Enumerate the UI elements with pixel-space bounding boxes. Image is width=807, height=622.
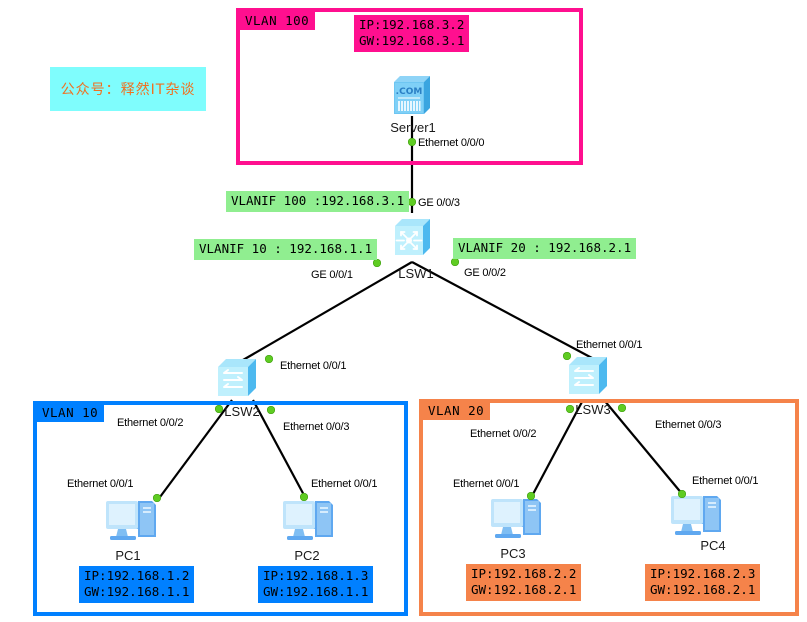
switch-icon [569,357,607,394]
server-icon: .COM [394,76,430,114]
server1-ip-tag: IP:192.168.3.2 GW:192.168.3.1 [354,15,470,52]
vlanif-20-tag: VLANIF 20 : 192.168.2.1 [453,238,637,259]
port-dot-lsw3-e001 [563,352,571,360]
pc-icon [106,501,156,540]
vlan-10-zone-label: VLAN 10 [37,404,105,422]
pc4-label: PC4 [700,538,726,553]
pc1-label: PC1 [115,548,141,563]
port-dot-lsw2-e001 [265,355,273,363]
watermark-banner: 公众号：释然IT杂谈 [50,67,206,111]
interface-label-lsw3-e003: Ethernet 0/0/3 [655,419,722,431]
vlan-20-zone-label: VLAN 20 [423,402,491,420]
pc4-icon[interactable] [665,490,727,542]
port-dot-lsw2-e002 [215,405,223,413]
server1-icon[interactable]: .COM [388,70,436,118]
interface-label-pc2-e001: Ethernet 0/0/1 [311,478,378,490]
vlan-100-zone-label: VLAN 100 [240,12,316,30]
lsw1-icon[interactable] [392,214,436,260]
pc-icon [283,501,333,540]
lsw2-label: LSW2 [224,404,260,419]
port-dot-pc4-e001 [678,490,686,498]
interface-label-pc3-e001: Ethernet 0/0/1 [453,478,520,490]
pc-icon [491,499,541,538]
switch-icon [218,359,256,396]
lsw2-icon[interactable] [215,355,263,401]
interface-label-lsw2-e002: Ethernet 0/0/2 [117,417,184,429]
interface-label-lsw1-ge001: GE 0/0/1 [311,269,353,281]
pc1-ip-tag: IP:192.168.1.2 GW:192.168.1.1 [79,566,195,603]
lsw3-icon[interactable] [566,353,614,399]
interface-label-lsw3-e001: Ethernet 0/0/1 [576,339,643,351]
pc1-icon[interactable] [100,495,162,547]
vlan-20-zone [419,399,799,616]
port-dot-lsw3-e003 [618,404,626,412]
pc4-ip-tag: IP:192.168.2.3 GW:192.168.2.1 [645,564,761,601]
port-dot-lsw3-e002 [566,405,574,413]
pc2-ip-tag: IP:192.168.1.3 GW:192.168.1.1 [258,566,374,603]
interface-label-lsw3-e002: Ethernet 0/0/2 [470,428,537,440]
lsw3-label: LSW3 [575,402,611,417]
watermark-text: 公众号：释然IT杂谈 [60,82,196,98]
port-dot-pc1-e001 [153,494,161,502]
interface-label-pc1-e001: Ethernet 0/0/1 [67,478,134,490]
interface-label-lsw2-e003: Ethernet 0/0/3 [283,421,350,433]
vlan-10-zone [33,401,408,616]
vlan-100-zone [236,8,583,165]
pc3-icon[interactable] [485,493,547,545]
pc3-label: PC3 [500,546,526,561]
port-dot-lsw1-ge001 [373,259,381,267]
port-dot-lsw1-ge002 [451,258,459,266]
svg-text:.COM: .COM [396,87,423,97]
layer3-switch-icon [395,219,430,255]
port-dot-server1-e000 [408,138,416,146]
vlanif-10-tag: VLANIF 10 : 192.168.1.1 [194,239,378,260]
interface-label-pc4-e001: Ethernet 0/0/1 [692,475,759,487]
port-dot-pc3-e001 [527,492,535,500]
pc2-icon[interactable] [277,495,339,547]
interface-label-lsw1-ge002: GE 0/0/2 [464,267,506,279]
vlanif-100-tag: VLANIF 100 :192.168.3.1 [226,191,410,212]
port-dot-lsw2-e003 [267,406,275,414]
interface-label-server1-e000: Ethernet 0/0/0 [418,137,485,149]
port-dot-pc2-e001 [300,493,308,501]
interface-label-lsw1-ge003: GE 0/0/3 [418,197,460,209]
server1-label: Server1 [390,120,436,135]
pc2-label: PC2 [294,548,320,563]
lsw1-label: LSW1 [398,266,434,281]
interface-label-lsw2-e001: Ethernet 0/0/1 [280,360,347,372]
port-dot-lsw1-ge003 [408,198,416,206]
pc-icon [671,496,721,535]
pc3-ip-tag: IP:192.168.2.2 GW:192.168.2.1 [466,564,582,601]
